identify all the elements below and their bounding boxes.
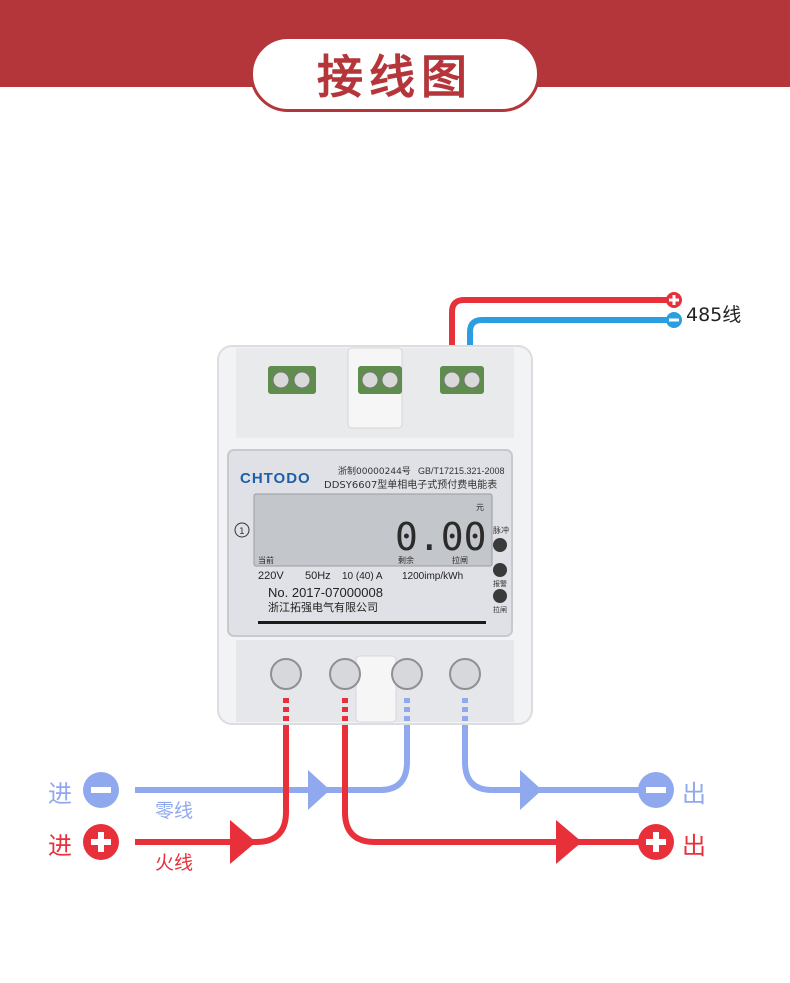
live-in-text: 进 <box>48 832 72 860</box>
pulse-led <box>493 538 507 552</box>
bottom-strip <box>258 621 486 624</box>
neutral-in-wire <box>135 728 410 793</box>
meter-frequency: 50Hz <box>305 570 331 582</box>
meter-maker: 浙江拓强电气有限公司 <box>268 600 378 614</box>
meter-current: 10 (40) A <box>342 571 383 582</box>
terminal-screw <box>463 371 481 389</box>
title-pill: 接线图 <box>250 36 540 112</box>
live-in-arrow <box>230 820 256 864</box>
rs485-label: 485线 <box>686 304 742 326</box>
terminal-screw <box>361 371 379 389</box>
main-terminal-3 <box>391 658 423 690</box>
neutral-label: 零线 <box>155 800 194 822</box>
live-out-text: 出 <box>682 832 706 860</box>
meter-model: DDSY6607型单相电子式预付费电能表 <box>324 478 497 491</box>
rs485-minus-wire <box>467 317 668 375</box>
terminal-screw <box>443 371 461 389</box>
live-label: 火线 <box>155 852 194 874</box>
neutral-out-text: 出 <box>682 780 706 808</box>
lcd-label-current: 当前 <box>258 555 274 565</box>
side-label-alarm: 报警 <box>493 579 507 588</box>
live-out-wire <box>342 728 640 845</box>
live-in-wire <box>135 728 289 845</box>
terminal-screw <box>381 371 399 389</box>
lcd-label-remaining: 剩余 <box>398 555 414 565</box>
terminal-screw <box>272 371 290 389</box>
bottom-clip <box>355 655 397 723</box>
main-terminal-4 <box>449 658 481 690</box>
main-terminal-1 <box>270 658 302 690</box>
neutral-out-wire <box>462 728 640 793</box>
meter-voltage: 220V <box>258 570 284 582</box>
lcd-screen <box>253 493 493 567</box>
lcd-unit: 元 <box>476 503 484 512</box>
neutral-in-arrow <box>308 770 330 810</box>
marker-number: 1 <box>239 527 245 537</box>
meter <box>217 345 533 725</box>
rs485-plus-wire <box>449 297 668 375</box>
terminal-screw <box>293 371 311 389</box>
meter-constant: 1200imp/kWh <box>402 571 463 582</box>
neutral-out-arrow <box>520 770 542 810</box>
meter-cert: 浙制00000244号 <box>338 465 411 477</box>
meter-brand: CHTODO <box>240 470 311 487</box>
side-label-trip: 拉闸 <box>493 605 507 614</box>
neutral-in-text: 进 <box>48 780 72 808</box>
side-label-pulse: 脉冲 <box>493 525 509 535</box>
lcd-label-trip: 拉闸 <box>452 555 468 565</box>
lcd-value: 0.00 <box>395 515 487 559</box>
live-out-arrow <box>556 820 582 864</box>
page-title: 接线图 <box>317 50 473 104</box>
meter-serial: No. 2017-07000008 <box>268 585 383 600</box>
meter-standard: GB/T17215.321-2008 <box>418 466 505 476</box>
marker-circle <box>234 522 250 538</box>
main-terminal-2 <box>329 658 361 690</box>
alarm-led <box>493 563 507 577</box>
trip-led <box>493 589 507 603</box>
